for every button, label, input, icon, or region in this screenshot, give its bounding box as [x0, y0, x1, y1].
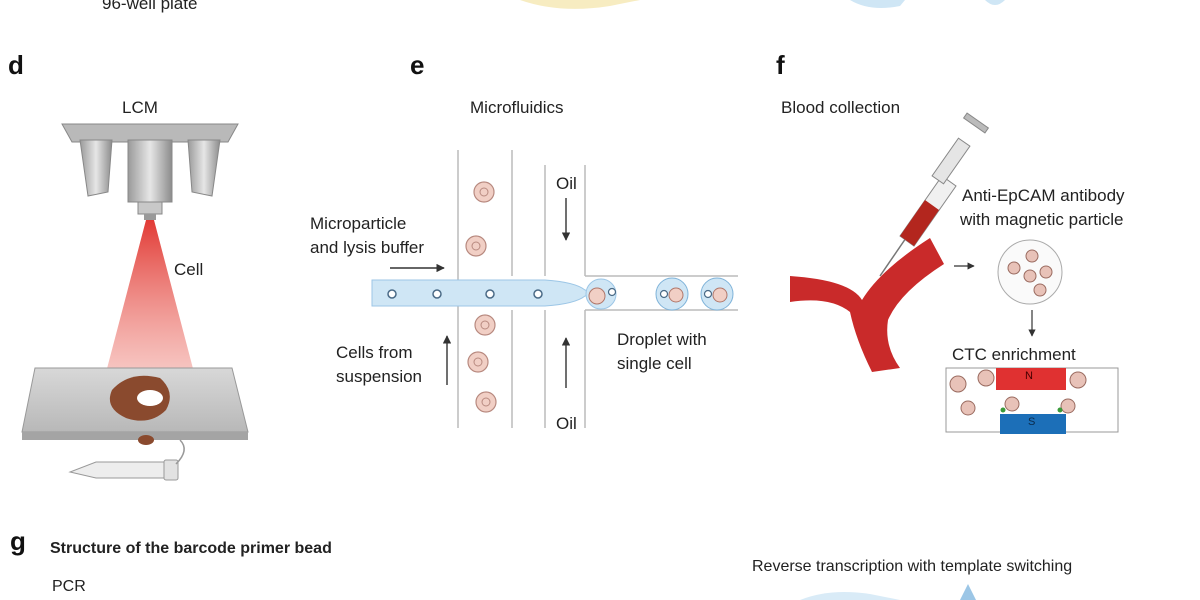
- panel-letter-d: d: [8, 50, 24, 80]
- antibody-bead-circle: [997, 239, 1063, 305]
- magnet-south-label: S: [1028, 416, 1036, 428]
- laser-beam: [104, 220, 196, 380]
- microparticle-label-line1: Microparticle: [310, 214, 407, 233]
- ctc-enrichment-label: CTC enrichment: [952, 345, 1076, 364]
- cell-label: Cell: [174, 260, 204, 279]
- rt-template-switching-label: Reverse transcription with template swit…: [752, 558, 1073, 575]
- droplet-forming: [585, 278, 617, 310]
- panel-letter-g: g: [10, 526, 26, 556]
- barcode-bead-title: Structure of the barcode primer bead: [50, 540, 332, 557]
- antibody-label-line1: Anti-EpCAM antibody: [962, 186, 1125, 205]
- oil-bottom-label: Oil: [556, 414, 577, 433]
- droplet-label-line2: single cell: [617, 354, 692, 373]
- cells-label-line1: Cells from: [336, 343, 413, 362]
- microparticles: [387, 289, 543, 299]
- objective-left: [79, 139, 113, 197]
- captured-tissue: [138, 435, 154, 445]
- antibody-label-line2: with magnetic particle: [960, 210, 1124, 229]
- syringe: [879, 112, 990, 277]
- microfluidic-chip: [371, 150, 738, 428]
- cells-label-line2: suspension: [336, 367, 423, 386]
- panel-letter-e: e: [410, 50, 425, 80]
- lcm-title: LCM: [122, 98, 158, 117]
- rt-fragment-shapes: [800, 584, 976, 600]
- microparticle-label-line2: and lysis buffer: [310, 238, 425, 257]
- lcm-microscope: [21, 123, 249, 481]
- blood-vessel: [790, 238, 944, 372]
- objective-center: [127, 139, 173, 220]
- oil-top-label: Oil: [556, 174, 577, 193]
- suspended-cells: [465, 181, 497, 413]
- magnet-north-label: N: [1025, 370, 1033, 382]
- pcr-label: PCR: [52, 578, 86, 595]
- droplets: [655, 277, 734, 311]
- top-fragment-shapes: [520, 0, 1005, 9]
- microfluidics-title: Microfluidics: [470, 98, 564, 117]
- magnet-south: [1000, 414, 1066, 434]
- top-fragment-label: 96-well plate: [102, 0, 198, 13]
- magnet-north: [996, 368, 1066, 390]
- collection-tube: [68, 439, 185, 481]
- objective-right: [187, 139, 221, 197]
- blood-collection-title: Blood collection: [781, 98, 901, 117]
- panel-letter-f: f: [776, 50, 785, 80]
- ctc-enrichment-box: [945, 367, 1119, 434]
- droplet-label-line1: Droplet with: [617, 330, 707, 349]
